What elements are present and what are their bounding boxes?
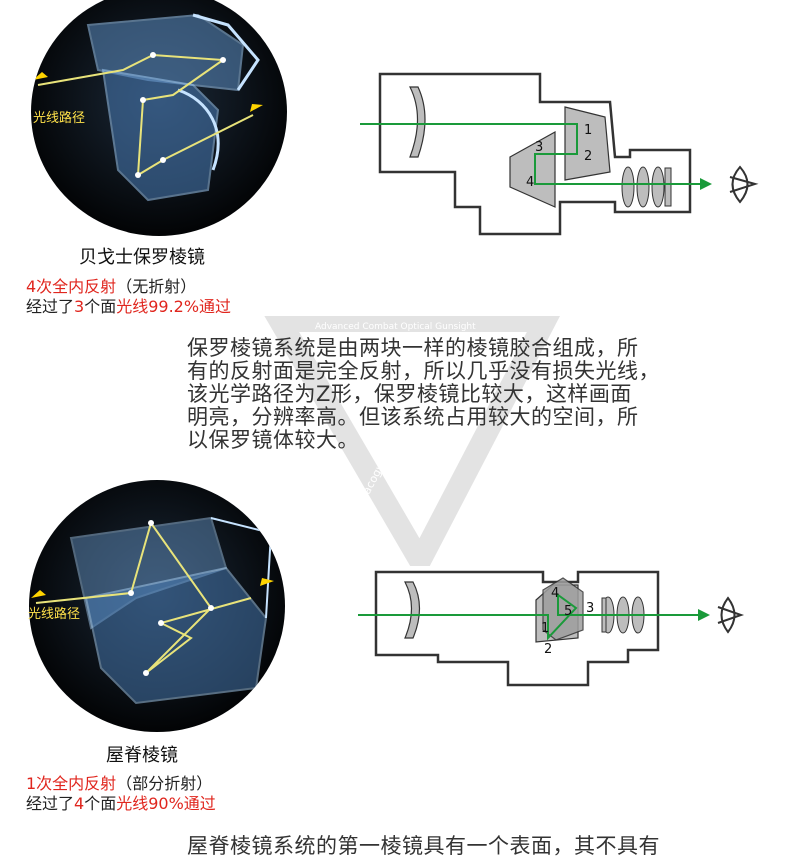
eye-icon <box>729 165 759 204</box>
roof-stat-line-1: 1次全内反射（部分折射） <box>26 775 212 793</box>
porro-num-2: 2 <box>584 149 592 164</box>
porro-eyepiece-lens-2 <box>636 166 650 208</box>
porro-prism-lower <box>101 68 220 202</box>
porro-objective-lens <box>409 86 426 158</box>
porro-eyepiece-lens-3 <box>651 166 665 208</box>
watermark-top-text: Advanced Combat Optical Gunsight <box>315 322 476 332</box>
porro-num-4: 4 <box>526 175 534 190</box>
roof-paragraph: 屋脊棱镜系统的第一棱镜具有一个表面，其不具有 <box>187 834 660 858</box>
roof-objective-lens <box>404 581 421 639</box>
porro-ray <box>360 123 705 185</box>
roof-num-3: 3 <box>586 601 594 616</box>
porro-stat-line-1: 4次全内反射（无折射） <box>26 278 196 296</box>
porro-num-1: 1 <box>584 123 592 138</box>
roof-binocular-diagram: 1 2 3 4 5 <box>358 570 745 687</box>
roof-transmission: 光线90%通过 <box>116 794 216 813</box>
porro-prism-photo: 光线路径 <box>31 0 287 236</box>
porro-transmission: 光线99.2%通过 <box>116 297 232 316</box>
roof-num-5: 5 <box>564 604 572 619</box>
roof-prism-rear <box>542 577 584 641</box>
porro-num-3: 3 <box>535 140 543 155</box>
porro-surface-count: 3 <box>74 297 85 316</box>
porro-reflection-count: 4次全内反射 <box>26 277 117 296</box>
eye-icon <box>717 596 745 634</box>
roof-prism-photo: 光线路径 <box>28 480 285 732</box>
porro-path-label: 光线路径 <box>33 110 85 126</box>
porro-light-path <box>37 53 254 177</box>
roof-num-2: 2 <box>544 642 552 657</box>
roof-title: 屋脊棱镜 <box>106 745 178 766</box>
porro-binocular-diagram: 1 2 3 4 <box>360 72 759 236</box>
roof-surface-count: 4 <box>74 794 85 813</box>
porro-stat-line-2: 经过了3个面光线99.2%通过 <box>26 297 232 316</box>
roof-refraction-note: （部分折射） <box>116 774 213 793</box>
roof-path-label: 光线路径 <box>28 606 80 622</box>
roof-reflection-count: 1次全内反射 <box>26 774 117 793</box>
porro-paragraph: 保罗棱镜系统是由两块一样的棱镜胶合组成，所 有的反射面是完全反射，所以几乎没有损… <box>187 336 660 452</box>
roof-light-path <box>35 520 252 674</box>
porro-prism-a <box>564 106 611 181</box>
roof-ray <box>358 593 703 641</box>
acog-watermark: Advanced Combat Optical Gunsight www.aco… <box>264 316 560 566</box>
roof-num-4: 4 <box>551 586 559 601</box>
porro-eyepiece-lens-1 <box>621 166 635 208</box>
roof-num-1: 1 <box>541 621 549 636</box>
roof-housing <box>374 570 660 687</box>
porro-refraction-note: （无折射） <box>116 277 197 296</box>
porro-prism-b <box>509 130 556 208</box>
porro-title: 贝戈士保罗棱镜 <box>79 247 205 268</box>
roof-stat-line-2: 经过了4个面光线90%通过 <box>26 794 216 813</box>
